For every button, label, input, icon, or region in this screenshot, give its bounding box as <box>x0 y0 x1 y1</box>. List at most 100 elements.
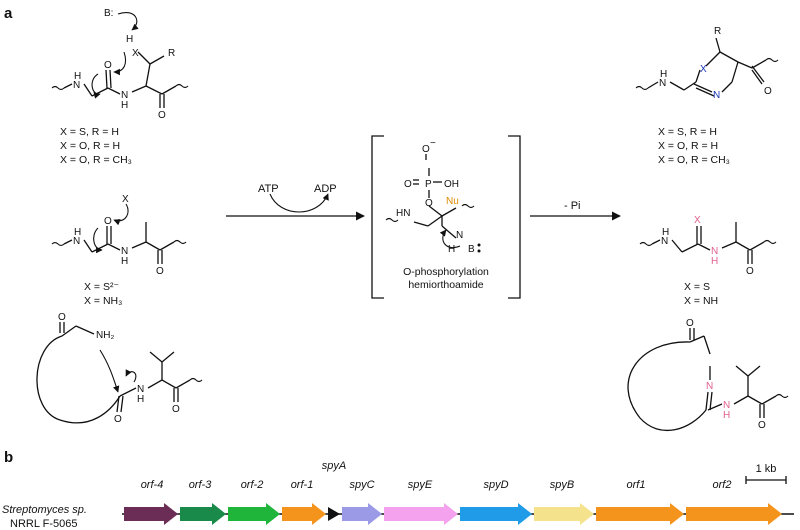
wavy-bond-icon <box>639 241 653 247</box>
h-atom: H <box>74 71 81 82</box>
n-atom: N <box>456 230 463 241</box>
macro-substrate-structure <box>36 322 203 424</box>
scale-bar <box>745 476 787 484</box>
intermediate-bracket <box>371 135 521 299</box>
curly-arrow-icon <box>269 193 329 213</box>
gene-arrow-orf-1 <box>282 503 326 525</box>
organism-name: Streptomyces sp. <box>2 504 87 516</box>
charge-sign: − <box>430 138 436 149</box>
curly-arrow-icon <box>91 73 101 99</box>
base-atom: B <box>468 244 475 255</box>
gene-label-spyB: spyB <box>550 479 574 491</box>
wavy-bond-icon <box>51 85 65 91</box>
top-product-structure <box>635 37 779 97</box>
r-atom: R <box>714 26 721 37</box>
gene-label-orf-2: orf-2 <box>241 479 264 491</box>
h-atom: H <box>121 100 128 111</box>
curly-arrow-icon <box>439 229 461 248</box>
r-atom: R <box>168 48 175 59</box>
o-atom: O <box>758 420 766 431</box>
macro-product-structure <box>627 328 789 432</box>
loss-label: - Pi <box>564 200 581 212</box>
gene-label-orf2: orf2 <box>713 479 732 491</box>
gene-label-spyE: spyE <box>408 479 433 491</box>
wavy-bond-icon <box>765 57 779 63</box>
h-atom: H <box>662 227 669 238</box>
intermediate-caption: O-phosphorylation <box>403 266 489 278</box>
wavy-bond-icon <box>763 239 777 245</box>
gene-label-orf-3: orf-3 <box>189 479 213 491</box>
condition-line: X = S, R = H <box>658 126 717 138</box>
h-atom: H <box>137 394 144 405</box>
n-atom: N <box>73 236 80 247</box>
n-atom: N <box>661 236 668 247</box>
wavy-bond-icon <box>775 393 789 399</box>
nh2-group: NH₂ <box>96 330 114 341</box>
n-atom: N <box>137 384 144 395</box>
condition-line: X = NH₃ <box>84 295 122 307</box>
o-minus-atom: O <box>422 144 430 155</box>
condition-line: X = S²⁻ <box>84 281 119 293</box>
o-atom: O <box>764 86 772 97</box>
gene-label-spyD: spyD <box>483 479 508 491</box>
gene-arrow-orf-3 <box>180 503 226 525</box>
gene-arrow-orf1 <box>596 503 684 525</box>
o-atom: O <box>104 216 112 227</box>
h-atom: H <box>723 410 730 421</box>
wavy-bond-icon <box>51 241 65 247</box>
gene-arrow-spyC <box>342 503 382 525</box>
wavy-bond-icon <box>461 203 475 209</box>
gene-arrow-spyD <box>460 503 532 525</box>
adp-label: ADP <box>314 183 337 195</box>
n-atom: N <box>723 400 730 411</box>
hn-group: HN <box>396 208 410 219</box>
p-atom: P <box>425 179 432 190</box>
gene-label-orf1: orf1 <box>627 479 646 491</box>
o-atom: O <box>172 404 180 415</box>
wavy-bond-icon <box>189 377 203 383</box>
gene-arrow-spyA <box>328 507 340 521</box>
gene-arrow-orf-4 <box>124 503 178 525</box>
gene-label-spyA: spyA <box>322 460 346 472</box>
wavy-bond-icon <box>385 217 399 223</box>
nucleophile-label: Nu <box>446 196 459 207</box>
condition-line: X = O, R = CH₃ <box>658 154 730 166</box>
oh-group: OH <box>444 179 459 190</box>
n-atom: N <box>73 80 80 91</box>
o-atom: O <box>686 318 694 329</box>
condition-line: X = S <box>684 281 710 293</box>
x-atom: X <box>700 64 707 75</box>
gene-arrow-orf-2 <box>228 503 280 525</box>
condition-line: X = S, R = H <box>60 126 119 138</box>
o-atom: O <box>104 60 112 71</box>
gene-arrow-orf2 <box>686 503 782 525</box>
n-ring-atom: N <box>713 90 720 101</box>
o-atom: O <box>58 312 66 323</box>
condition-line: X = NH <box>684 295 718 307</box>
panel-a-label: a <box>4 5 13 22</box>
h-atom: H <box>660 69 667 80</box>
curly-arrow-icon <box>125 369 137 383</box>
curly-arrow-icon <box>93 227 103 254</box>
strain-name: NRRL F-5065 <box>10 518 77 530</box>
x-atom: X <box>694 215 701 226</box>
gene-arrow-spyE <box>384 503 458 525</box>
wavy-bond-icon <box>635 85 649 91</box>
x-atom: X <box>122 194 129 205</box>
o-atom: O <box>156 266 164 277</box>
curly-arrow-icon <box>113 203 129 226</box>
curly-arrow-icon <box>99 349 120 393</box>
wavy-bond-icon <box>173 239 187 245</box>
scale-label: 1 kb <box>756 463 777 475</box>
gene-label-orf-4: orf-4 <box>141 479 164 491</box>
n-atom: N <box>711 246 718 257</box>
h-atom: H <box>121 256 128 267</box>
base-label: B: <box>104 8 113 19</box>
n-ring-atom: N <box>706 381 713 392</box>
mid-substrate-structure <box>51 203 187 264</box>
gene-label-spyC: spyC <box>349 479 374 491</box>
x-atom: X <box>132 48 139 59</box>
atp-label: ATP <box>258 183 279 195</box>
